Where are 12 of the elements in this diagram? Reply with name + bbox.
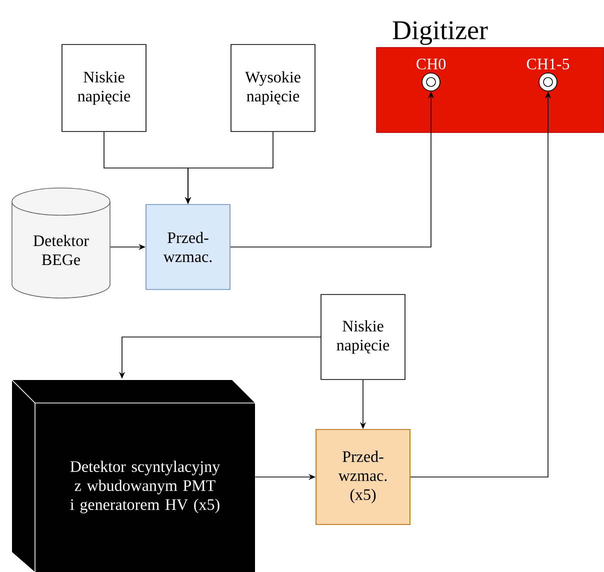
channel-connector: CH0 — [416, 58, 446, 92]
preamplifier-box: Przed-wzmac. (x5) — [316, 429, 410, 525]
preamplifier-box: Przed-wzmac. — [146, 204, 230, 290]
node-label: CH1-5 — [526, 58, 570, 70]
supply-box: Wysokie napięcie — [230, 44, 316, 132]
detector-cylinder: Detektor BEGe — [12, 188, 110, 298]
supply-box: Niskie napięcie — [62, 44, 146, 132]
channel-connector: CH1-5 — [526, 58, 570, 92]
detector-cube: Detektor scyntylacyjny z wbudowanym PMT i generatorem HV (x5) — [12, 380, 256, 572]
supply-box: Niskie napięcie — [320, 294, 406, 380]
node-label: CH0 — [416, 58, 446, 70]
node-label: Digitizer — [392, 21, 488, 45]
